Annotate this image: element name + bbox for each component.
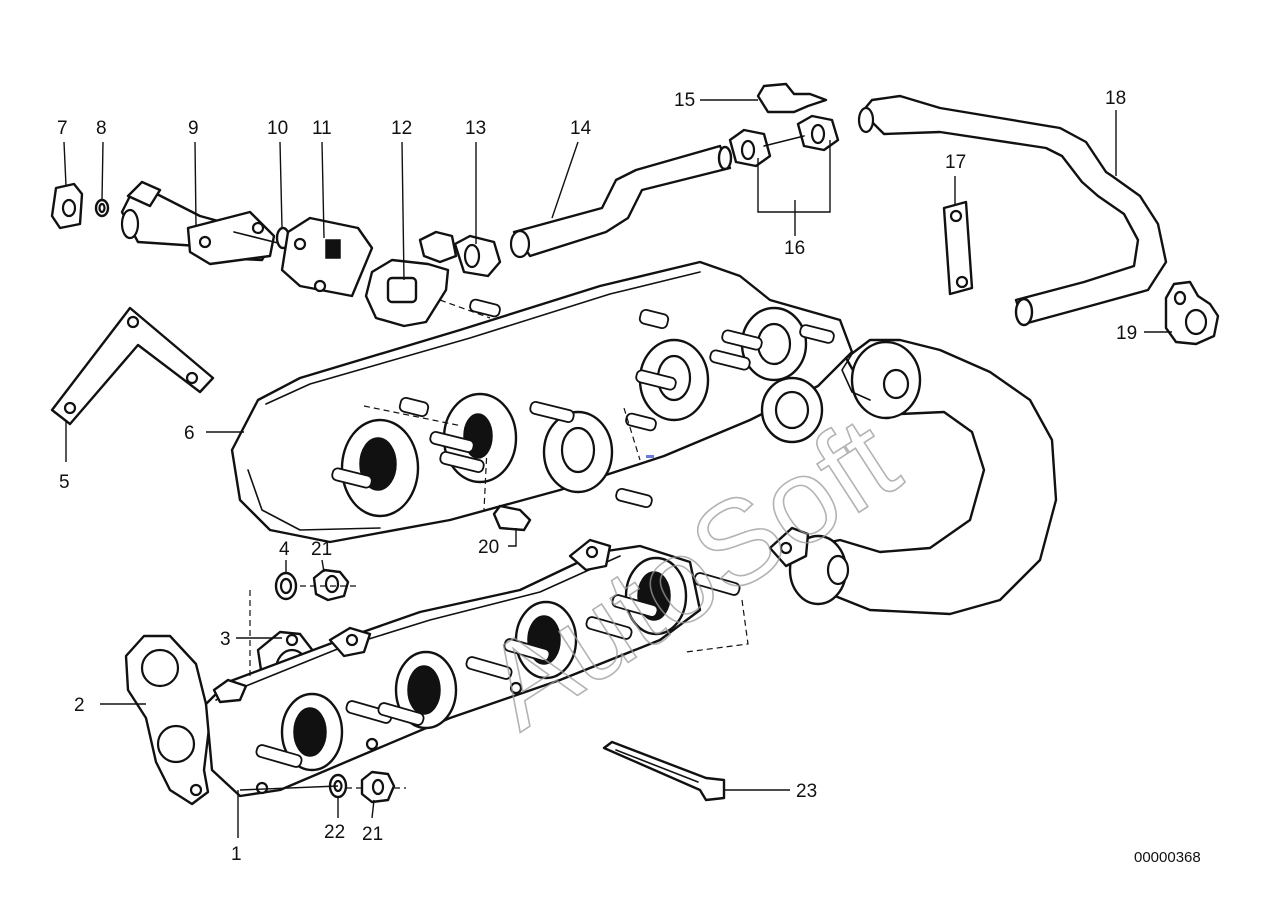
callout-14: 14	[570, 118, 592, 139]
callout-20: 20	[478, 537, 499, 558]
part-2-gasket	[124, 634, 212, 806]
callout-23: 23	[796, 781, 817, 802]
callout-17: 17	[945, 152, 966, 173]
leader-lines	[63, 99, 1172, 838]
callout-16: 16	[784, 238, 805, 259]
part-21-nut-upper	[312, 568, 350, 602]
callout-12: 12	[391, 118, 412, 139]
callout-5: 5	[59, 472, 70, 493]
callout-10: 10	[267, 118, 288, 139]
callout-15: 15	[674, 90, 695, 111]
part-5-bracket	[50, 306, 215, 426]
part-18-bent-hose	[857, 94, 1168, 327]
watermark-dot	[646, 455, 654, 458]
assembly-dash-lines	[249, 299, 749, 789]
callout-8: 8	[96, 118, 107, 139]
callout-4: 4	[279, 539, 290, 560]
callout-6: 6	[184, 423, 195, 444]
callout-labels: 7 8 9 10 11 12 13 14 15 16 17 18 19 5 6 …	[57, 88, 1137, 865]
document-number: 00000368	[1134, 849, 1201, 866]
callout-18: 18	[1105, 88, 1126, 109]
part-1-exhaust-manifold	[204, 538, 702, 798]
callout-2: 2	[74, 695, 85, 716]
lower-studs	[255, 572, 741, 768]
front-exhaust-pipe	[768, 338, 1058, 616]
callout-21-lower: 21	[362, 824, 383, 845]
part-4-washer	[274, 571, 298, 601]
part-17-strap	[942, 200, 974, 296]
part-19-clip	[1164, 280, 1220, 346]
callout-1: 1	[231, 844, 242, 865]
callout-13: 13	[465, 118, 486, 139]
part-14-hose	[509, 144, 733, 259]
part-16-clamps	[728, 114, 840, 168]
upper-studs	[331, 298, 835, 509]
part-7-nut	[50, 182, 84, 230]
part-15-holder	[756, 82, 828, 114]
callout-9: 9	[188, 118, 199, 139]
callout-3: 3	[220, 629, 231, 650]
part-13-clamp	[453, 234, 502, 278]
callout-7: 7	[57, 118, 68, 139]
callout-19: 19	[1116, 323, 1137, 344]
part-6-heat-shield	[230, 260, 854, 544]
callout-21-upper: 21	[311, 539, 332, 560]
part-11-valve-block	[280, 216, 374, 298]
part-21-nut-lower	[360, 770, 396, 804]
part-8-washer	[94, 198, 110, 218]
callout-11: 11	[312, 118, 332, 139]
part-23-cable-tie	[602, 740, 726, 802]
part-9-pipe-flange	[120, 180, 283, 266]
part-20-plug	[492, 504, 532, 532]
part-12-flange-pipe	[364, 230, 458, 328]
callout-22: 22	[324, 822, 345, 843]
